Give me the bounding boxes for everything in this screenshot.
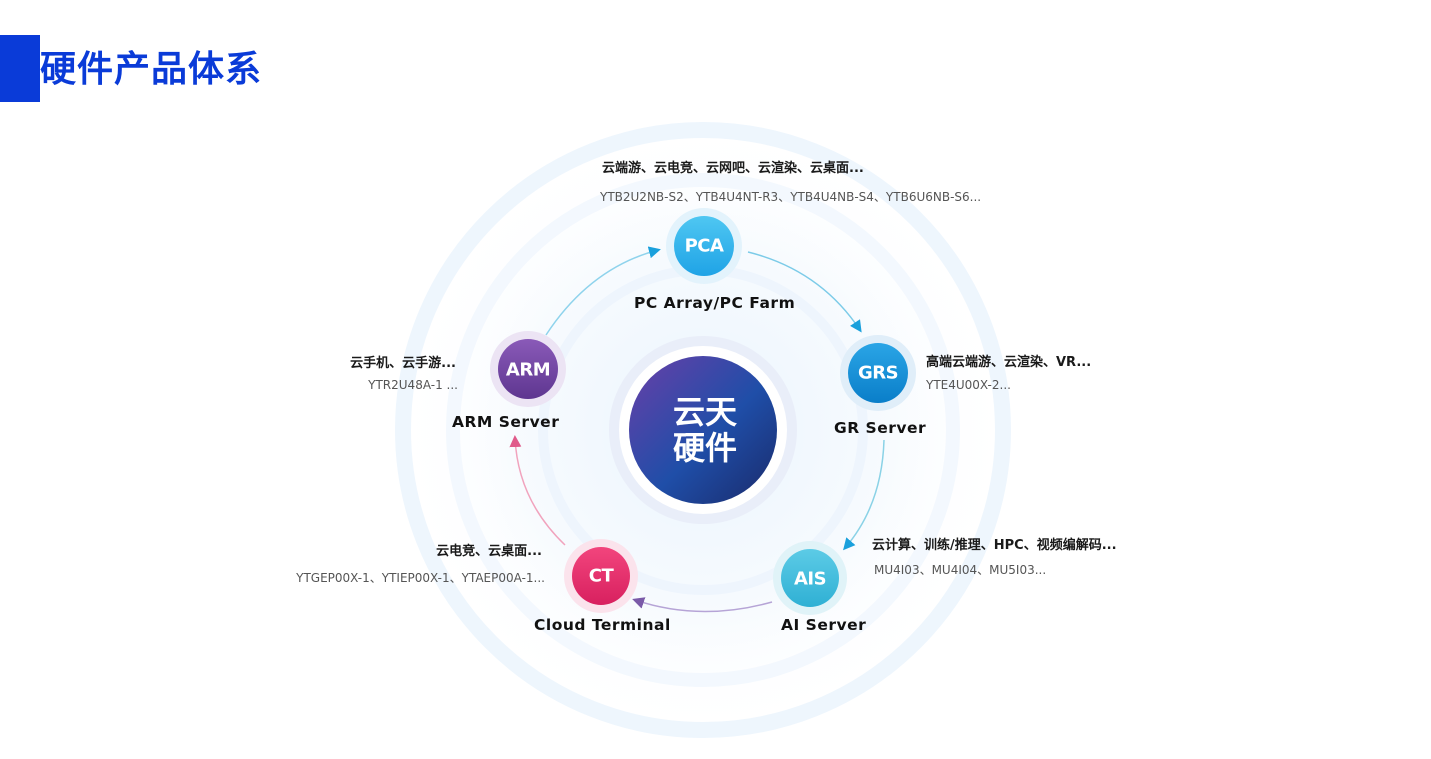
arm-name: ARM Server	[452, 413, 560, 431]
arc-pca-to-grs	[747, 251, 862, 333]
glow-ring-middle	[446, 173, 960, 687]
grs-uses: 高端云端游、云渲染、VR...	[926, 355, 1092, 370]
node-arm-circle	[498, 339, 558, 399]
node-grs-abbr: GRS	[857, 362, 899, 384]
arm-models: YTR2U48A-1 ...	[368, 378, 458, 392]
arm-uses: 云手机、云手游...	[350, 356, 456, 371]
page-title: 硬件产品体系	[40, 49, 263, 90]
arc-ais-to-ct	[632, 597, 773, 613]
grs-models: YTE4U00X-2...	[926, 378, 1011, 392]
ais-models: MU4I03、MU4I04、MU5I03...	[874, 563, 1047, 577]
hub-circle	[629, 356, 777, 504]
arc-grs-to-ais	[843, 439, 885, 551]
pca-name: PC Array/PC Farm	[634, 294, 796, 312]
node-ct-circle	[572, 547, 630, 605]
ct-name: Cloud Terminal	[534, 616, 671, 634]
ct-uses: 云电竞、云桌面...	[436, 544, 542, 559]
pca-uses: 云端游、云电竞、云网吧、云渲染、云桌面...	[602, 161, 864, 176]
pca-models: YTB2U2NB-S2、YTB4U4NT-R3、YTB4U4NB-S4、YTB6…	[600, 190, 982, 204]
node-ais-abbr: AIS	[793, 568, 827, 590]
glow-ring-outer	[395, 122, 1011, 738]
ais-uses: 云计算、训练/推理、HPC、视频编解码...	[872, 538, 1117, 553]
node-ais-circle	[781, 549, 839, 607]
ais-name: AI Server	[781, 616, 867, 634]
arc-ct-to-arm	[509, 435, 566, 546]
node-pca-circle	[674, 216, 734, 276]
title-accent-bar	[0, 35, 40, 102]
node-grs-circle	[848, 343, 908, 403]
ct-models: YTGEP00X-1、YTIEP00X-1、YTAEP00A-1...	[296, 571, 545, 585]
arc-arm-to-pca	[545, 246, 661, 336]
node-arm-abbr: ARM	[505, 359, 551, 381]
hub-label: 云天 硬件	[672, 393, 737, 467]
node-pca-abbr: PCA	[684, 235, 724, 257]
grs-name: GR Server	[834, 419, 927, 437]
node-ct-abbr: CT	[588, 565, 614, 587]
